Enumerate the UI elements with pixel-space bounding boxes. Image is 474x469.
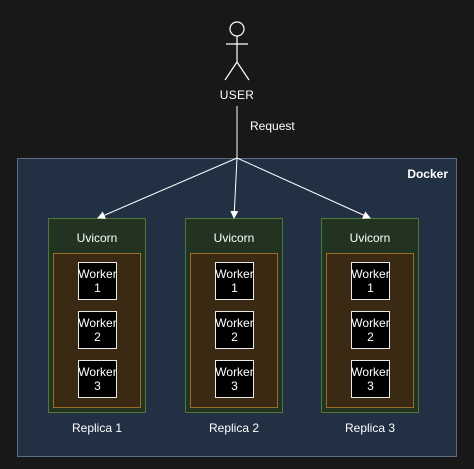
worker-number: 3 xyxy=(231,379,238,393)
worker-label: Worker xyxy=(215,316,254,330)
worker-number: 2 xyxy=(94,330,101,344)
worker-number: 3 xyxy=(367,379,374,393)
replica-label-3: Replica 3 xyxy=(344,421,396,435)
worker-number: 3 xyxy=(94,379,101,393)
uvicorn-label: Uvicorn xyxy=(213,231,255,245)
workers-container: Worker 1 Worker 2 Worker 3 xyxy=(326,253,414,408)
worker-2: Worker 2 xyxy=(351,311,390,349)
worker-3: Worker 3 xyxy=(215,360,254,398)
worker-label: Worker xyxy=(351,267,390,281)
worker-label: Worker xyxy=(215,365,254,379)
worker-label: Worker xyxy=(351,365,390,379)
arrow-to-replica-3 xyxy=(236,157,371,219)
replica-2-uvicorn-box: Uvicorn Worker 1 Worker 2 Worker 3 xyxy=(185,218,283,413)
worker-label: Worker xyxy=(78,267,117,281)
worker-1: Worker 1 xyxy=(78,262,117,300)
arrow-to-replica-2 xyxy=(230,157,239,219)
uvicorn-label: Uvicorn xyxy=(76,231,118,245)
workers-container: Worker 1 Worker 2 Worker 3 xyxy=(190,253,278,408)
arrow-to-replica-1 xyxy=(97,157,238,219)
worker-label: Worker xyxy=(215,267,254,281)
replica-3-uvicorn-box: Uvicorn Worker 1 Worker 2 Worker 3 xyxy=(321,218,419,413)
request-label: Request xyxy=(250,119,295,133)
replica-1-uvicorn-box: Uvicorn Worker 1 Worker 2 Worker 3 xyxy=(48,218,146,413)
worker-1: Worker 1 xyxy=(351,262,390,300)
user-icon xyxy=(224,21,250,81)
worker-number: 2 xyxy=(367,330,374,344)
worker-label: Worker xyxy=(78,316,117,330)
worker-number: 1 xyxy=(94,281,101,295)
worker-number: 1 xyxy=(367,281,374,295)
worker-label: Worker xyxy=(351,316,390,330)
worker-2: Worker 2 xyxy=(215,311,254,349)
replica-label-2: Replica 2 xyxy=(208,421,260,435)
worker-2: Worker 2 xyxy=(78,311,117,349)
worker-3: Worker 3 xyxy=(351,360,390,398)
worker-number: 1 xyxy=(231,281,238,295)
worker-number: 2 xyxy=(231,330,238,344)
worker-3: Worker 3 xyxy=(78,360,117,398)
worker-1: Worker 1 xyxy=(215,262,254,300)
worker-label: Worker xyxy=(78,365,117,379)
docker-label: Docker xyxy=(407,167,448,181)
user-label: USER xyxy=(219,88,255,102)
replica-label-1: Replica 1 xyxy=(71,421,123,435)
uvicorn-label: Uvicorn xyxy=(349,231,391,245)
workers-container: Worker 1 Worker 2 Worker 3 xyxy=(53,253,141,408)
